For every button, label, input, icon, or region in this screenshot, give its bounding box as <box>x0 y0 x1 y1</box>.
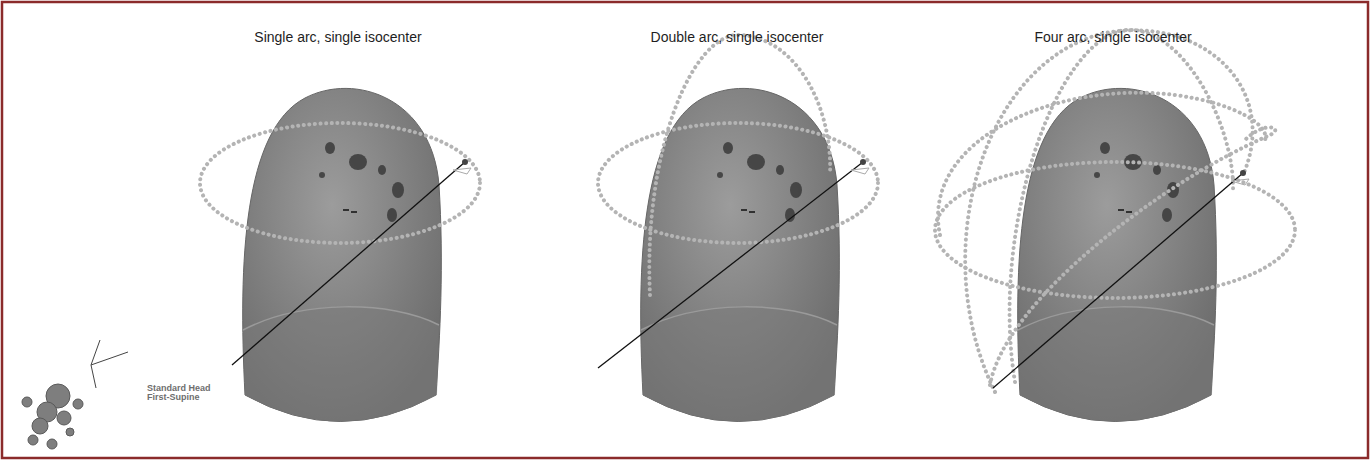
panel-title: Single arc, single isocenter <box>254 29 421 45</box>
target-lesion <box>392 182 404 198</box>
couch-rotated-arc <box>649 35 830 295</box>
couch-rotated-arc <box>938 93 1265 235</box>
target-lesion <box>1153 165 1161 175</box>
beam-arrow <box>851 168 869 174</box>
figure-part <box>73 399 83 409</box>
couch-rotated-arc <box>1010 30 1234 382</box>
target-lesion <box>349 154 367 170</box>
isocenter-mark <box>741 210 755 212</box>
figure-part <box>22 397 32 407</box>
couch-rotated-arc <box>990 127 1275 385</box>
target-lesion <box>747 154 765 170</box>
region-edge <box>1018 307 1214 330</box>
target-lesion <box>717 172 723 178</box>
figure-part <box>57 411 71 425</box>
isocenter-mark <box>1118 210 1132 212</box>
figure-part <box>32 418 48 434</box>
target-lesion <box>387 208 397 222</box>
couch-axis <box>598 162 863 368</box>
gantry-marker <box>1240 170 1246 176</box>
target-lesion <box>378 165 386 175</box>
target-lesion <box>325 142 335 154</box>
figure-part <box>47 439 57 449</box>
target-lesion <box>319 172 325 178</box>
target-lesion <box>785 208 795 222</box>
couch-axis <box>232 162 465 365</box>
panel-single-arc <box>200 88 480 421</box>
panel-title: Double arc, single isocenter <box>651 29 824 45</box>
target-lesion <box>1162 208 1172 222</box>
head-surface <box>1018 88 1217 421</box>
neck-region <box>1018 307 1214 422</box>
panel-title: Four arc, single isocenter <box>1034 29 1191 45</box>
orientation-figure <box>22 340 128 449</box>
gantry-marker <box>462 159 468 165</box>
figure-part <box>66 428 74 436</box>
figure-part <box>28 435 38 445</box>
isocenter-mark <box>343 210 357 212</box>
beam-arrow <box>1231 179 1249 185</box>
region-edge <box>243 307 439 330</box>
couch-axis <box>993 173 1243 388</box>
target-lesion <box>776 165 784 175</box>
neck-region <box>243 307 439 422</box>
panel-double-arc <box>598 35 878 422</box>
panel-four-arc <box>935 30 1295 422</box>
gantry-marker <box>860 159 866 165</box>
beam-arrow <box>453 168 471 174</box>
neck-region <box>641 307 837 422</box>
target-lesion <box>1100 142 1110 154</box>
head-surface <box>243 88 442 421</box>
target-lesion <box>1094 172 1100 178</box>
gantry-arc <box>200 123 480 243</box>
orientation-label: Standard Head First-Supine <box>147 384 213 403</box>
orientation-axes <box>91 340 128 388</box>
target-lesion <box>723 142 733 154</box>
head-surface <box>641 88 840 421</box>
target-lesion <box>790 182 802 198</box>
region-edge <box>641 307 837 330</box>
